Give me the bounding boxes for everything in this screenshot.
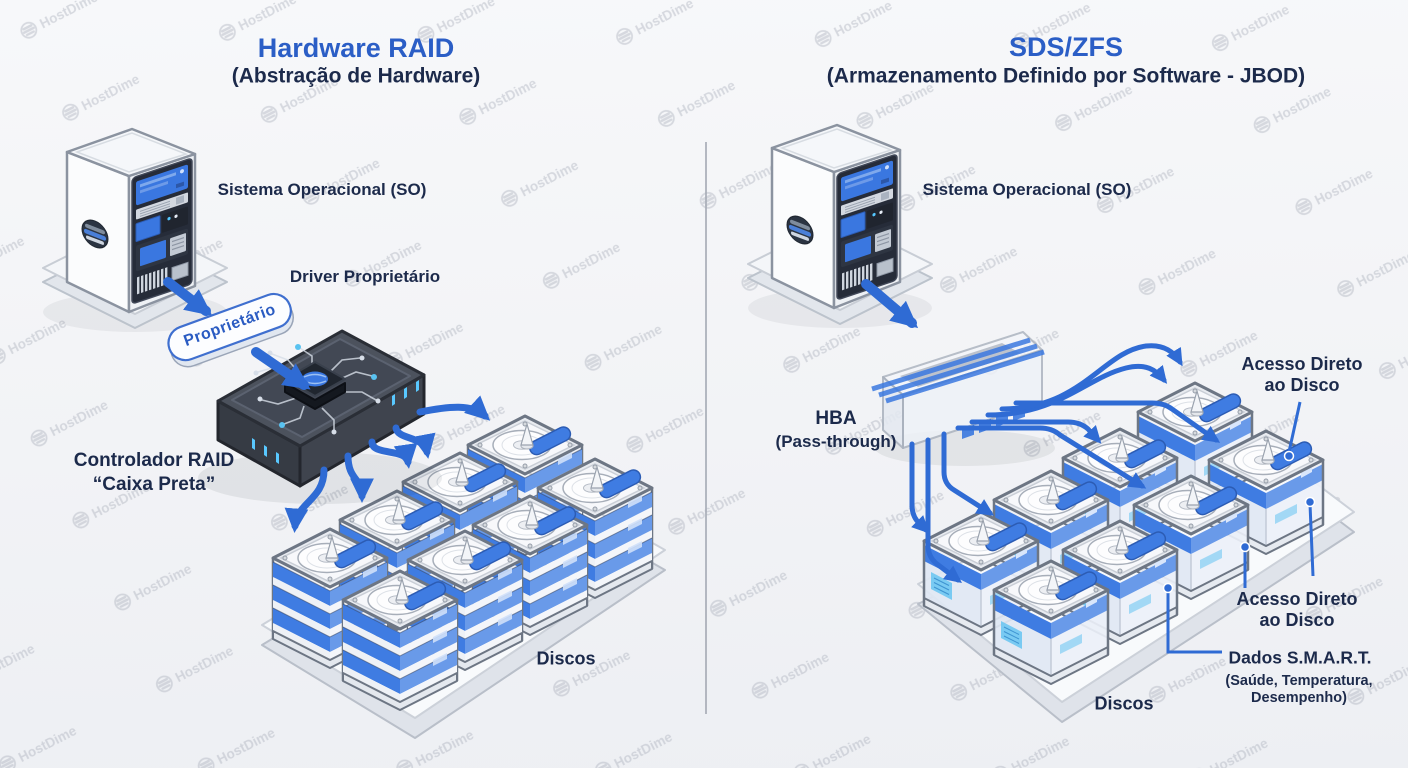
- right-panel-title: SDS/ZFS: [1008, 32, 1124, 63]
- hba-to-disk-lines: [909, 343, 1221, 584]
- left-panel-title: Hardware RAID: [257, 33, 455, 64]
- controller-label-line1: Controlador RAID: [73, 449, 235, 471]
- right-os-label: Sistema Operacional (SO): [922, 179, 1132, 199]
- label-connectors: [1162, 401, 1316, 654]
- left-disks-label: Discos: [536, 648, 596, 669]
- right-flow-arrow: [861, 279, 919, 329]
- hba-label-line2: (Pass-through): [775, 431, 897, 451]
- controller-label-line2: “Caixa Preta”: [92, 473, 216, 495]
- direct-access-label-top: Acesso Direto ao Disco: [1241, 353, 1363, 395]
- right-panel-subtitle: (Armazenamento Definido por Software - J…: [826, 64, 1306, 88]
- pass-through-stripes: [871, 337, 1045, 404]
- smart-data-label: Dados S.M.A.R.T.: [1228, 647, 1372, 668]
- left-panel-subtitle: (Abstração de Hardware): [231, 64, 481, 88]
- right-disks-label: Discos: [1094, 693, 1154, 714]
- driver-label: Driver Proprietário: [289, 266, 441, 286]
- hba-illustration: [871, 331, 1055, 466]
- left-flow-arrows: [163, 277, 311, 390]
- left-os-label: Sistema Operacional (SO): [217, 179, 427, 199]
- smart-data-sublabel: (Saúde, Temperatura, Desempenho): [1225, 672, 1373, 706]
- hba-label-line1: HBA: [815, 407, 857, 429]
- direct-access-label-bottom: Acesso Direto ao Disco: [1236, 588, 1358, 630]
- controller-leds: [252, 380, 419, 464]
- proprietary-driver-pill: [167, 292, 294, 368]
- controller-to-disk-arrows: [284, 395, 491, 533]
